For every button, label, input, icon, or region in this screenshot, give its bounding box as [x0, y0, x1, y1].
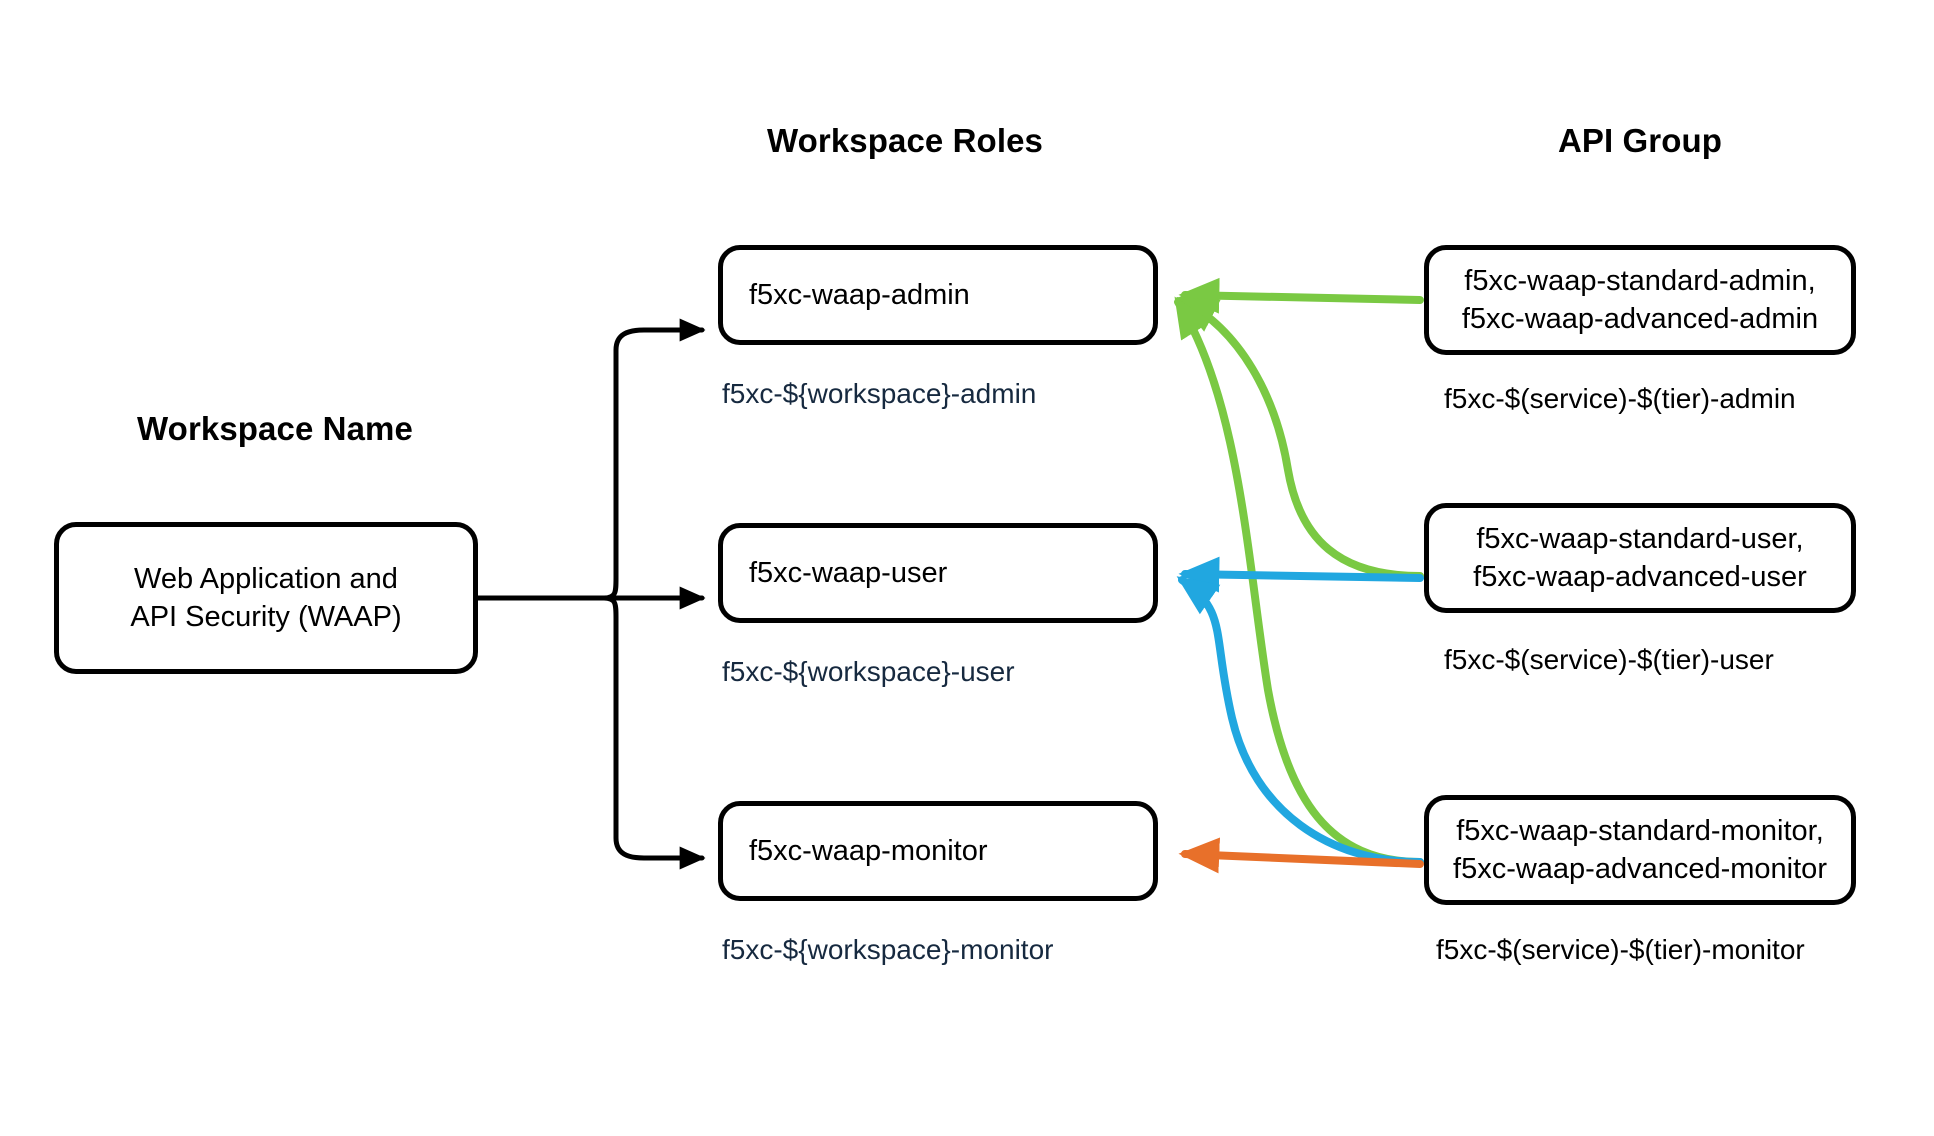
node-apigroup-user-label: f5xc-waap-standard-user, f5xc-waap-advan… [1473, 522, 1807, 593]
edge-apiuser-to-roleadmin [1176, 296, 1424, 580]
caption-role-admin: f5xc-${workspace}-admin [722, 378, 1037, 409]
column-title-workspace-name: Workspace Name [137, 410, 413, 447]
node-role-admin[interactable]: f5xc-waap-admin [718, 245, 1158, 345]
column-title-api-group: API Group [1557, 122, 1723, 159]
node-workspace-name-label: Web Application and API Security (WAAP) [130, 562, 402, 633]
edge-apimonitor-to-roleuser [1176, 576, 1424, 866]
node-role-user-label: f5xc-waap-user [749, 556, 948, 589]
node-role-monitor[interactable]: f5xc-waap-monitor [718, 801, 1158, 901]
caption-role-user: f5xc-${workspace}-user [722, 656, 1015, 687]
caption-role-monitor: f5xc-${workspace}-monitor [722, 934, 1054, 965]
node-apigroup-user[interactable]: f5xc-waap-standard-user, f5xc-waap-advan… [1424, 503, 1856, 613]
node-role-admin-label: f5xc-waap-admin [749, 278, 970, 311]
node-role-user[interactable]: f5xc-waap-user [718, 523, 1158, 623]
caption-apigroup-user: f5xc-$(service)-$(tier)-user [1444, 644, 1774, 675]
caption-apigroup-admin: f5xc-$(service)-$(tier)-admin [1444, 383, 1796, 414]
node-apigroup-monitor[interactable]: f5xc-waap-standard-monitor, f5xc-waap-ad… [1424, 795, 1856, 905]
edge-apimonitor-to-roleadmin [1174, 296, 1424, 866]
node-apigroup-monitor-label: f5xc-waap-standard-monitor, f5xc-waap-ad… [1453, 814, 1827, 885]
edge-apimonitor-to-rolemonitor [1178, 837, 1424, 874]
edge-apiadmin-to-roleadmin [1178, 277, 1424, 314]
edge-apiuser-to-roleuser [1178, 556, 1424, 593]
node-apigroup-admin[interactable]: f5xc-waap-standard-admin, f5xc-waap-adva… [1424, 245, 1856, 355]
column-title-workspace-roles: Workspace Roles [766, 122, 1043, 159]
edge-workspace-to-admin [601, 318, 706, 601]
edge-workspace-to-monitor [601, 595, 706, 870]
caption-apigroup-monitor: f5xc-$(service)-$(tier)-monitor [1436, 934, 1805, 965]
node-role-monitor-label: f5xc-waap-monitor [749, 834, 988, 867]
node-apigroup-admin-label: f5xc-waap-standard-admin, f5xc-waap-adva… [1461, 264, 1819, 335]
node-workspace-name[interactable]: Web Application and API Security (WAAP) [54, 522, 478, 674]
